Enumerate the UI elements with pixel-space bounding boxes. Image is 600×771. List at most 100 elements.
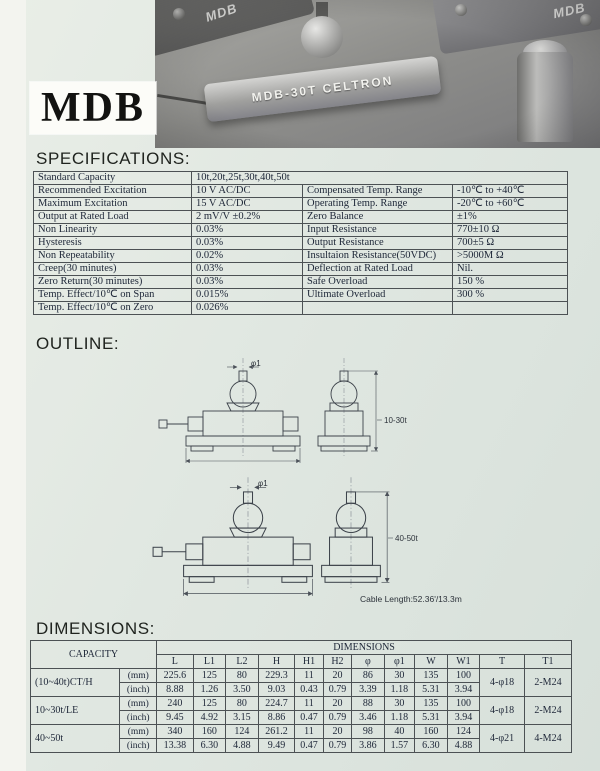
- dim-value: 80: [225, 696, 259, 711]
- dim-value: 4.88: [446, 738, 481, 753]
- page-left-margin: [0, 0, 26, 771]
- spec-value: 770±10 Ω: [451, 223, 569, 237]
- dim-value: 100: [446, 668, 481, 683]
- table-row: (inch) 9.45 4.92 3.15 8.86 0.47 0.79 3.4…: [31, 710, 572, 725]
- ball-stud: [316, 2, 328, 20]
- dim-value: 0.47: [294, 710, 324, 725]
- dim-value: 3.15: [225, 710, 259, 725]
- cable-length-note: Cable Length:52.36'/13.3m: [360, 594, 462, 604]
- unit-cell: (inch): [119, 738, 158, 753]
- table-row: Temp. Effect/10℃ on Zero 0.026%: [33, 301, 569, 315]
- table-row: 40~50t (mm) 340 160 124 261.2 11 20 98 4…: [29, 724, 573, 753]
- dim-value: 0.47: [294, 738, 324, 753]
- dim-value: 135: [414, 696, 448, 711]
- spec-value: 10t,20t,25t,30t,40t,50t: [190, 171, 569, 185]
- dim-value: 20: [322, 696, 353, 711]
- variant-label-40-50t: 40-50t: [395, 534, 418, 543]
- table-row: Creep(30 minutes) 0.03% Deflection at Ra…: [33, 262, 569, 276]
- spec-label: Compensated Temp. Range: [302, 184, 453, 198]
- dim-value: 13.38: [156, 738, 194, 753]
- dim-value: 4-φ18: [479, 668, 525, 697]
- spec-value: -10℃ to +40℃: [451, 184, 569, 198]
- spec-label: Input Resistance: [302, 223, 453, 237]
- spec-label: Hysteresis: [33, 236, 192, 250]
- dim-value: 11: [294, 668, 324, 683]
- table-row: L L1 L2 H H1 H2 φ φ1 W W1 T T1: [31, 654, 573, 669]
- unit-cell: (mm): [119, 668, 158, 683]
- product-label: MDB-30T CELTRON: [250, 73, 395, 105]
- dim-value: 340: [156, 724, 194, 739]
- unit-cell: (mm): [119, 724, 158, 739]
- spec-label: Zero Balance: [302, 210, 453, 224]
- unit-cell: (mm): [119, 696, 158, 711]
- table-row: Recommended Excitation 10 V AC/DC Compen…: [33, 184, 569, 198]
- dim-value: 124: [225, 724, 259, 739]
- dim-value: 8.88: [156, 682, 194, 697]
- bolt-detail: [455, 4, 467, 16]
- dim-value: 124: [446, 724, 481, 739]
- dim-value: 3.46: [351, 710, 385, 725]
- column-header: T: [479, 654, 525, 669]
- dimensions-table: CAPACITY DIMENSIONS L L1 L2 H H1 H2 φ φ1…: [29, 640, 573, 753]
- dim-value: 4-φ21: [479, 724, 525, 753]
- dim-value: 9.03: [257, 682, 296, 697]
- spec-label: Temp. Effect/10℃ on Span: [33, 288, 192, 302]
- column-header: L1: [192, 654, 227, 669]
- spec-value: 2 mV/V ±0.2%: [191, 210, 303, 224]
- spec-value: 150 %: [451, 275, 569, 289]
- dim-value: 125: [192, 696, 227, 711]
- dim-value: 3.86: [351, 738, 385, 753]
- dim-value: 125: [192, 668, 227, 683]
- spec-label: Ultimate Overload: [302, 288, 453, 302]
- front-view-40-50t: [153, 477, 312, 596]
- product-photo: MDB MDB MDB-30T CELTRON: [155, 0, 600, 148]
- front-view-10-30t: [159, 358, 300, 463]
- spec-value: 0.026%: [191, 301, 303, 315]
- spec-value: 10 V AC/DC: [191, 184, 303, 198]
- spec-label: Output at Rated Load: [33, 210, 192, 224]
- dim-value: 160: [414, 724, 448, 739]
- dim-value: 240: [156, 696, 194, 711]
- spec-value: 0.02%: [191, 249, 303, 263]
- column-header: H: [257, 654, 296, 669]
- table-row: Non Repeatability 0.02% Insultaion Resis…: [33, 249, 569, 263]
- dim-value: 0.79: [322, 682, 353, 697]
- spec-label: Non Repeatability: [33, 249, 192, 263]
- dim-value: 3.50: [225, 682, 259, 697]
- specifications-heading: SPECIFICATIONS:: [36, 149, 191, 168]
- outline-drawing: φ1 φ1 10-30t 40-50t Cable Length:52.36'/…: [148, 352, 462, 604]
- dim-value: 20: [322, 724, 353, 739]
- dim-value: 2-M24: [523, 696, 573, 725]
- unit-cell: (inch): [119, 682, 158, 697]
- spec-label: Zero Return(30 minutes): [33, 275, 192, 289]
- spec-value: >5000M Ω: [451, 249, 569, 263]
- dim-value: 8.86: [257, 710, 296, 725]
- dim-value: 3.39: [351, 682, 385, 697]
- spec-value: 15 V AC/DC: [191, 197, 303, 211]
- table-row: Standard Capacity 10t,20t,25t,30t,40t,50…: [33, 171, 569, 185]
- table-row: Zero Return(30 minutes) 0.03% Safe Overl…: [33, 275, 569, 289]
- outline-heading: OUTLINE:: [36, 334, 120, 353]
- load-cell-cylinder: [517, 52, 573, 142]
- column-header: T1: [523, 654, 573, 669]
- table-row: Temp. Effect/10℃ on Span 0.015% Ultimate…: [33, 288, 569, 302]
- dim-value: 0.43: [294, 682, 324, 697]
- dimensions-heading: DIMENSIONS:: [36, 619, 156, 638]
- dim-value: 1.18: [383, 710, 416, 725]
- spec-value: 0.03%: [191, 223, 303, 237]
- table-row: Maximum Excitation 15 V AC/DC Operating …: [33, 197, 569, 211]
- column-header: L: [156, 654, 194, 669]
- spec-label: Standard Capacity: [33, 171, 192, 185]
- dim-value: 11: [294, 696, 324, 711]
- dim-value: 2-M24: [523, 668, 573, 697]
- spec-label: Recommended Excitation: [33, 184, 192, 198]
- dim-value: 86: [351, 668, 385, 683]
- dim-value: 30: [383, 668, 416, 683]
- dim-value: 4-M24: [523, 724, 573, 753]
- dim-value: 1.26: [192, 682, 227, 697]
- dim-value: 11: [294, 724, 324, 739]
- phi1-dimension-label-top: φ1: [251, 359, 261, 368]
- table-row: CAPACITY DIMENSIONS: [29, 640, 572, 669]
- spec-value: -20℃ to +60℃: [451, 197, 569, 211]
- specifications-table: Standard Capacity 10t,20t,25t,30t,40t,50…: [33, 171, 569, 315]
